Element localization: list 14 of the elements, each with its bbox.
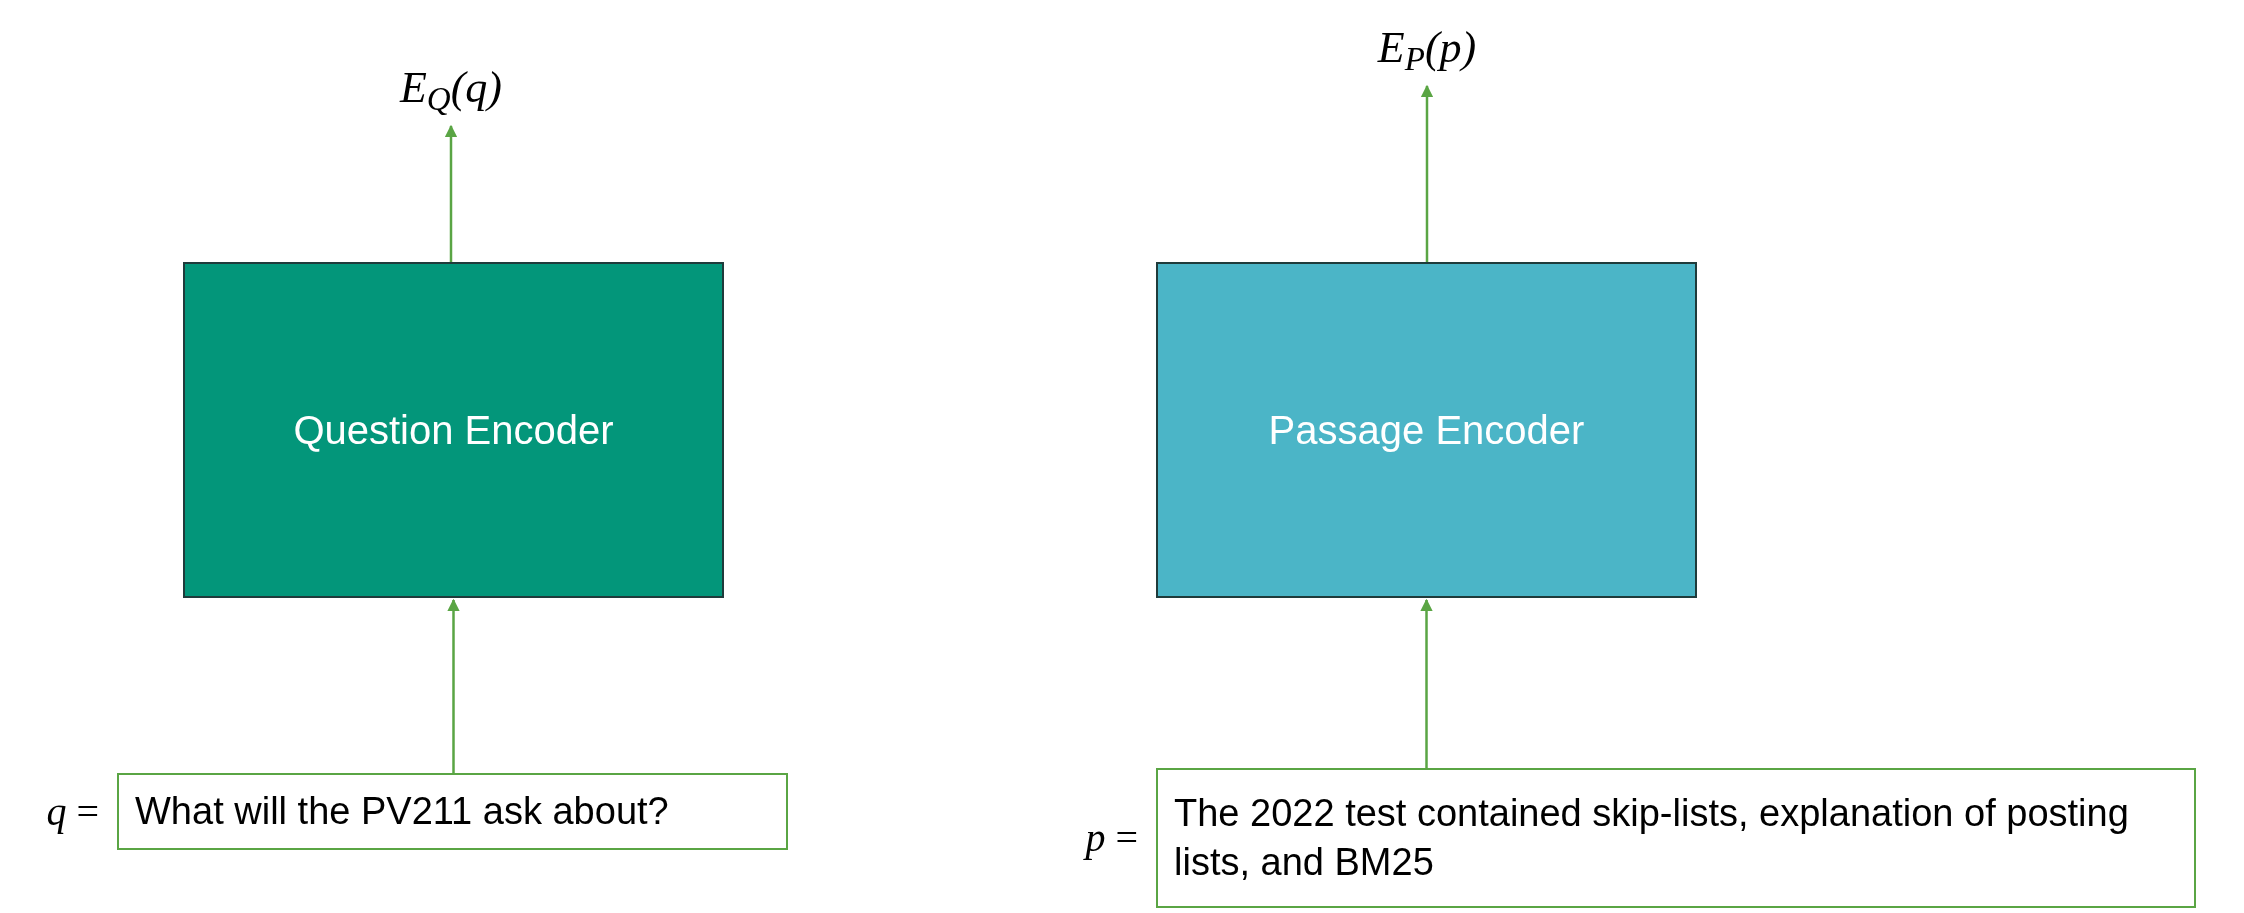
encoder-title: Passage Encoder	[1268, 407, 1585, 454]
input-text: The 2022 test contained skip-lists, explanation of posting lists, and BM25	[1174, 790, 2130, 885]
arrow	[447, 598, 460, 773]
input-text: What will the PV211 ask about?	[135, 788, 669, 834]
encoder-box	[183, 262, 724, 598]
variable-label: p =	[1085, 814, 1138, 862]
encoder-title: Question Encoder	[293, 407, 614, 454]
output-embedding-label: E$_{P}$(p)	[1377, 22, 1477, 80]
variable-label: q =	[46, 787, 99, 836]
encoder-box	[1156, 262, 1697, 598]
arrow	[1420, 84, 1434, 262]
arrow	[444, 124, 458, 262]
output-embedding-label: E$_{Q}$(q)	[399, 62, 502, 120]
arrow	[1420, 598, 1433, 768]
